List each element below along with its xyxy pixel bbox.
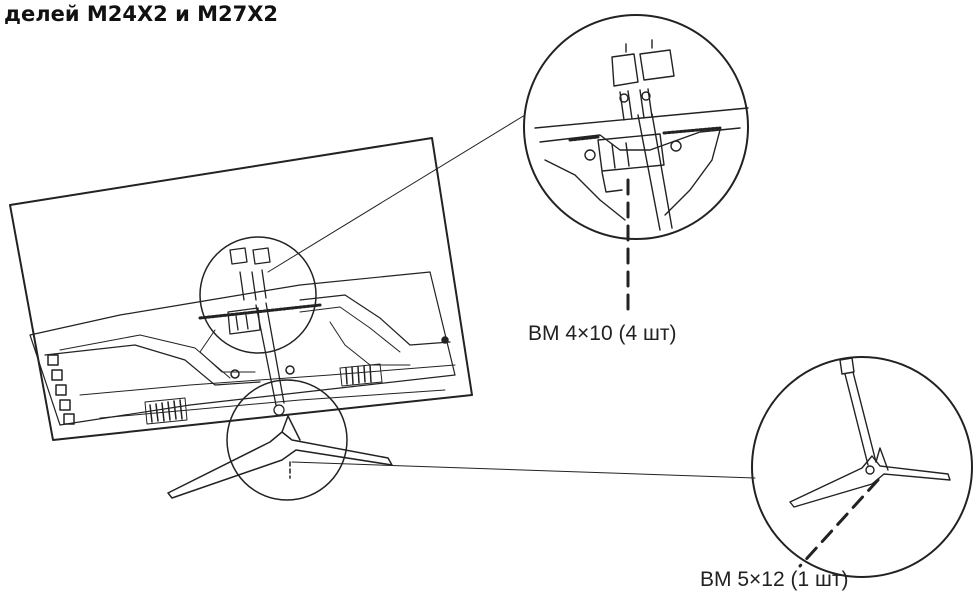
page-title: делей M24X2 и M27X2 <box>4 2 279 26</box>
stand-arm-in-monitor <box>227 247 285 416</box>
detail-circle-top <box>523 14 749 240</box>
leader-line-top <box>267 114 526 273</box>
monitor-back <box>9 137 473 441</box>
bracket-detail <box>534 39 749 231</box>
detail-circle-base <box>226 379 348 501</box>
screw-pointer-bottom <box>798 478 880 568</box>
screw-label-bottom: BM 5×12 (1 шт) <box>700 568 849 591</box>
screw-label-top: BM 4×10 (4 шт) <box>528 322 677 345</box>
detail-circle-monitor <box>199 236 317 354</box>
detail-circle-bottom <box>751 356 973 578</box>
leader-line-bottom <box>291 461 756 479</box>
stand-base <box>167 415 393 499</box>
stand-detail <box>789 357 951 508</box>
